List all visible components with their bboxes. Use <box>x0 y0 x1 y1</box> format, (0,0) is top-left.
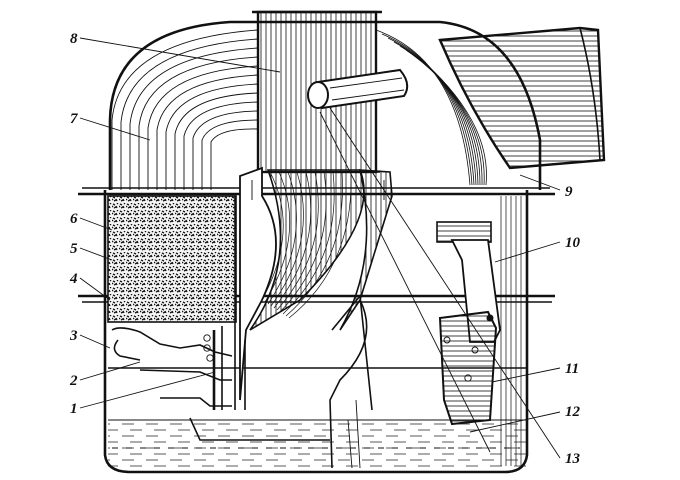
cap-ribbing <box>111 29 487 190</box>
cut-section-bracket <box>329 299 368 469</box>
label-10: 10 <box>565 235 581 251</box>
cap-arc-line <box>120 38 259 190</box>
sediment-tray <box>111 326 330 441</box>
flow-line <box>264 171 291 303</box>
flow-line <box>270 171 304 307</box>
flow-line <box>273 171 312 309</box>
flow-line <box>282 171 335 315</box>
label-11: 11 <box>565 361 579 377</box>
cap-arc-line <box>165 83 259 190</box>
label-6: 6 <box>70 211 78 227</box>
outlet-pipe <box>438 26 606 170</box>
cap-arc-line <box>387 37 475 186</box>
cap-arc-line <box>393 41 477 186</box>
filter-element <box>107 195 237 323</box>
cap-arc-line <box>417 57 485 186</box>
cap-arc-line <box>138 56 259 190</box>
label-2: 2 <box>69 373 78 389</box>
label-4: 4 <box>69 271 78 287</box>
flow-line <box>279 171 327 313</box>
cap-arc-line <box>147 65 259 190</box>
clamp-latch <box>436 221 501 426</box>
cap-arc-line <box>423 61 487 186</box>
cap-arc-line <box>174 92 259 190</box>
cap-arc-line <box>381 33 473 186</box>
label-9: 9 <box>565 184 573 200</box>
leader-lines <box>79 37 561 459</box>
label-13: 13 <box>565 451 581 467</box>
part-labels: 1 2 3 4 5 6 7 8 9 10 11 12 13 <box>69 31 581 467</box>
label-12: 12 <box>565 404 581 420</box>
cap-arc-line <box>201 119 259 190</box>
flow-line <box>276 171 319 311</box>
label-1: 1 <box>70 401 78 417</box>
flow-line <box>261 171 284 301</box>
cap-arc-line <box>129 47 259 190</box>
flow-line <box>285 171 343 317</box>
housing-body <box>78 187 555 474</box>
cap-arc-line <box>411 53 483 186</box>
cap-arc-line <box>210 128 259 190</box>
flow-lines <box>261 171 352 319</box>
central-intake-tube <box>252 10 409 174</box>
cap-arc-line <box>375 29 471 186</box>
label-5: 5 <box>70 241 78 257</box>
inner-funnel <box>234 166 393 411</box>
cap-arc-line <box>183 101 259 190</box>
cap-arc-line <box>192 110 259 190</box>
label-8: 8 <box>70 31 78 47</box>
label-7: 7 <box>70 111 78 127</box>
cap-arc-line <box>111 29 259 190</box>
flow-line <box>267 171 297 305</box>
label-3: 3 <box>69 328 78 344</box>
flow-line <box>288 171 352 319</box>
cap-arc-line <box>156 74 259 190</box>
